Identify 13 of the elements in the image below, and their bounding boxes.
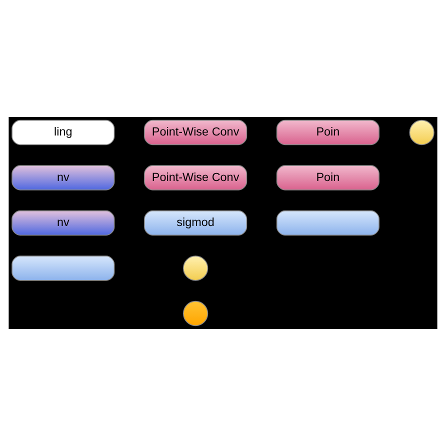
node-box: Poin (276, 120, 380, 146)
node-box (12, 256, 115, 281)
node-box: Poin (276, 165, 380, 190)
node-circle (182, 256, 208, 281)
node-circle (409, 120, 434, 146)
node-box: Point-Wise Conv (144, 165, 248, 190)
node-box: Point-Wise Conv (144, 120, 248, 146)
node-circle (182, 300, 208, 326)
node-box: nv (12, 165, 115, 190)
node-box: sigmod (144, 210, 248, 236)
node-box: nv (12, 210, 115, 236)
node-box (276, 210, 380, 236)
node-box: ling (12, 120, 115, 146)
